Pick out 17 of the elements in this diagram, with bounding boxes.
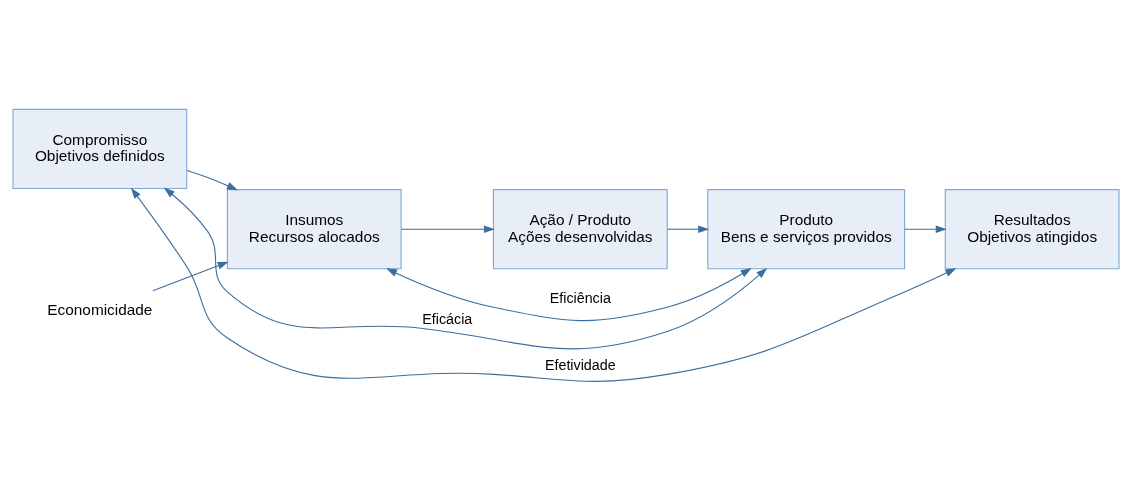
node-box: Insumos Recursos alocados	[226, 188, 402, 269]
node-box: Compromisso Objetivos definidos	[12, 108, 188, 189]
arrow	[666, 224, 710, 233]
arrow	[163, 187, 768, 349]
arrow	[904, 224, 947, 233]
arrow	[400, 224, 495, 233]
arrow	[152, 261, 229, 291]
arrow	[130, 187, 957, 382]
arrow	[386, 267, 752, 321]
node-box: Produto Bens e serviços providos	[707, 188, 906, 269]
edge-label: Eficiência	[549, 289, 611, 306]
arrow	[186, 169, 238, 190]
edge-label: Eficácia	[422, 310, 473, 327]
node-box: Ação / Produto Ações desenvolvidas	[492, 188, 668, 269]
node-box: Resultados Objetivos atingidos	[944, 188, 1120, 269]
node-text: Economicidade	[47, 300, 153, 318]
edge-label: Efetividade	[544, 356, 616, 373]
